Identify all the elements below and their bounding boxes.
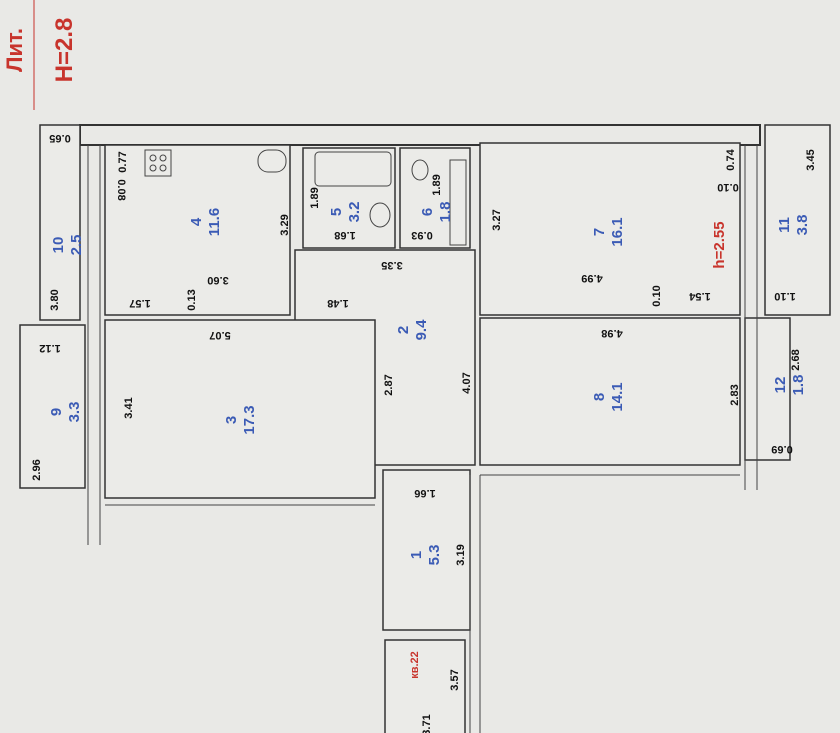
room-number: 4: [188, 217, 205, 226]
dimension: 5.07: [209, 329, 230, 341]
dimension: 3.45: [805, 149, 817, 170]
room-number: 2: [395, 326, 412, 334]
dimension: 3.27: [491, 209, 503, 230]
dimension: 0.08: [115, 179, 127, 200]
room-number: 10: [50, 237, 67, 254]
room-12-balcony: [744, 317, 791, 461]
room-9-balcony: [19, 324, 86, 489]
dimension: 1.68: [334, 229, 355, 241]
ceiling-height-label: h=2.55: [711, 221, 728, 268]
dimension: 0.77: [117, 151, 129, 172]
dimension: 3.60: [207, 274, 228, 286]
room-number: 12: [772, 377, 789, 394]
dimension: 0.13: [186, 289, 198, 310]
dimension: 1.54: [688, 290, 710, 302]
room-3: [104, 319, 376, 499]
dimension: 3.29: [279, 214, 291, 235]
toilet-icon: [369, 202, 391, 228]
dimensions: 0.65 3.80 0.77 0.08 3.60 1.57 0.13 3.29 …: [31, 132, 817, 733]
room-11-balcony: [764, 124, 831, 316]
dimension: 1.89: [431, 174, 443, 195]
dimension: 4.07: [461, 372, 473, 393]
dimension: 1.10: [774, 290, 795, 302]
dimension: 2.96: [31, 459, 43, 480]
room-number: 8: [591, 393, 608, 401]
room-5-bathroom: [302, 147, 396, 249]
room-number: 1: [408, 551, 425, 559]
room-area: 5.3: [426, 545, 443, 566]
dimension: 2.83: [729, 384, 741, 405]
toilet-icon: [411, 159, 429, 181]
room-number: 3: [223, 416, 240, 424]
neighbor-apartment-label: кв.22: [409, 651, 421, 679]
dimension: 1.66: [414, 487, 435, 499]
dimension: 3.35: [381, 259, 402, 271]
dimension: 3.41: [123, 397, 135, 418]
stove-icon: [144, 149, 172, 177]
bathtub-icon: [314, 151, 392, 187]
dimension: 4.99: [581, 272, 602, 284]
dimension: 1.57: [129, 297, 150, 309]
lit-label: Лит.: [2, 28, 27, 72]
sink-icon: [257, 149, 287, 173]
dimension: 0.65: [49, 132, 70, 144]
room-number: 7: [591, 228, 608, 236]
room-number: 5: [328, 208, 345, 216]
dimension: 3.19: [455, 544, 467, 565]
room-number: 9: [48, 408, 65, 416]
room-area: 3.8: [794, 215, 811, 236]
dimension: 1.12: [39, 342, 60, 354]
room-6-toilet: [399, 147, 471, 249]
dimension: 1.48: [327, 297, 348, 309]
dimension: 0.74: [725, 148, 737, 170]
dimension: 0.69: [771, 443, 792, 455]
room-number: 11: [776, 217, 793, 233]
dimension: 0.10: [717, 181, 738, 193]
dimension: 2.68: [790, 349, 802, 370]
room-area: 9.4: [413, 319, 430, 341]
building-height-label: H=2.8: [51, 18, 78, 83]
room-area: 14.1: [609, 382, 626, 411]
dimension: 3.57: [449, 669, 461, 690]
room-number: 6: [419, 208, 436, 216]
room-8: [479, 317, 741, 466]
neighbor-apartment: [384, 639, 466, 733]
dimension: 1.89: [309, 187, 321, 208]
room-area: 17.3: [241, 405, 258, 434]
room-10-balcony: [39, 124, 81, 321]
dimension: 3.80: [49, 289, 61, 310]
room-area: 16.1: [609, 217, 626, 246]
room-7: [479, 142, 741, 316]
room-area: 3.2: [346, 202, 363, 223]
room-area: 1.8: [437, 202, 454, 223]
room-area: 2.5: [68, 235, 85, 256]
room-area: 11.6: [206, 208, 223, 236]
dimension: 0.10: [651, 285, 663, 306]
dimension: 2.87: [383, 374, 395, 395]
dimension: 0.93: [411, 229, 432, 241]
room-4-kitchen: [104, 144, 291, 316]
walls: [19, 124, 831, 733]
room-1-hall: [382, 469, 471, 631]
ventilation-shaft: [449, 159, 467, 246]
room-area: 3.3: [66, 402, 83, 423]
room-area: 1.8: [790, 375, 807, 396]
dimension: 4.98: [601, 327, 622, 339]
dimension: 3.71: [421, 714, 433, 733]
